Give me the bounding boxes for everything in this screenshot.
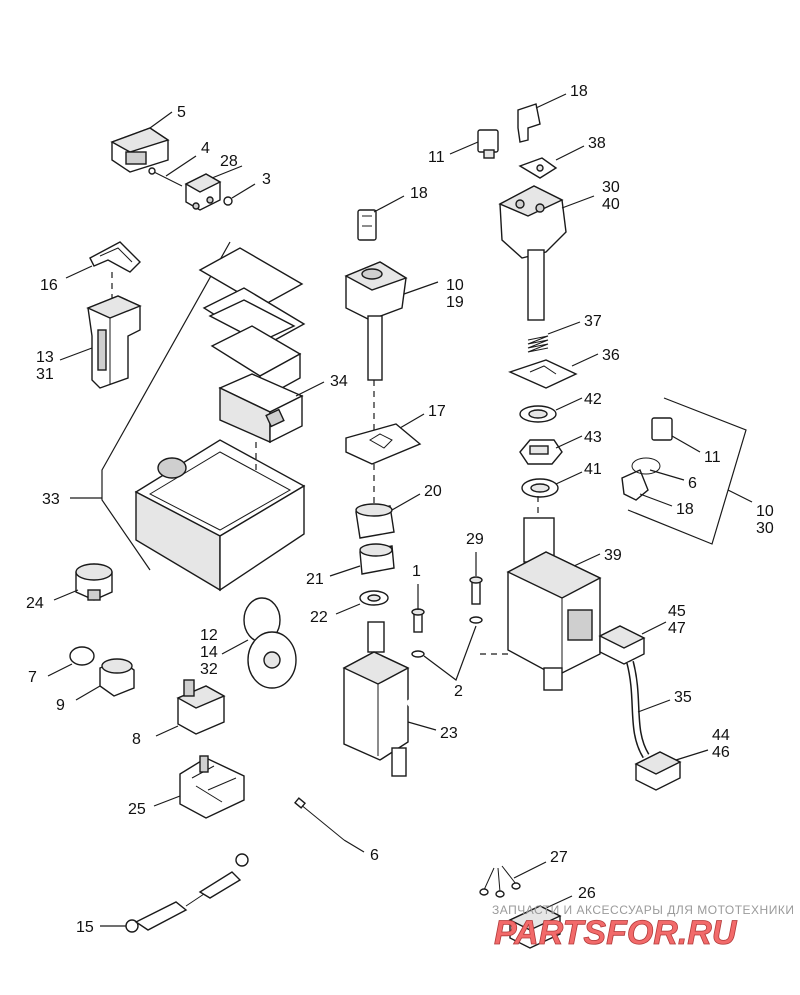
part-30-40-knob	[498, 185, 567, 321]
callout-8: 8	[132, 731, 141, 748]
callout-7: 7	[28, 669, 37, 686]
part-11-key-top	[477, 129, 499, 159]
callout-16: 16	[40, 277, 58, 294]
part-18-key-top	[517, 103, 541, 143]
part-43-cam	[519, 439, 563, 465]
part-10-19-knob	[344, 261, 408, 381]
part-20-bushing	[355, 503, 395, 539]
callout-11-top: 11	[428, 149, 445, 166]
callout-24: 24	[26, 595, 44, 612]
watermark-tagline: ЗАПЧАСТИ И АКСЕССУАРЫ ДЛЯ МОТОТЕХНИКИ	[492, 903, 794, 917]
part-3-nut	[223, 196, 233, 206]
part-6-cable-tie	[294, 797, 345, 841]
part-34-module	[218, 373, 304, 444]
part-9-switch	[99, 658, 135, 697]
callout-1: 1	[412, 563, 421, 580]
part-24-sensor	[75, 563, 113, 601]
callout-18-top: 18	[570, 83, 588, 100]
part-5-cap	[110, 127, 170, 173]
callout-9: 9	[56, 697, 65, 714]
part-8-relay	[176, 679, 226, 735]
callout-6-lower: 6	[370, 847, 379, 864]
part-25-bracket	[179, 755, 245, 819]
callout-18-center: 18	[410, 185, 428, 202]
part-42-ring	[519, 405, 557, 423]
part-17-plate	[345, 423, 422, 465]
part-28-switch	[184, 173, 222, 211]
part-35-harness	[626, 660, 650, 759]
callout-22: 22	[310, 609, 328, 626]
callout-35: 35	[674, 689, 692, 706]
part-1-screw	[411, 608, 425, 633]
part-44-46-connector	[634, 751, 682, 791]
callout-37: 37	[584, 313, 602, 330]
callout-15: 15	[76, 919, 94, 936]
callout-41: 41	[584, 461, 602, 478]
callout-28: 28	[220, 153, 238, 170]
part-10-30-key-group	[621, 397, 747, 545]
callout-17: 17	[428, 403, 446, 420]
part-22-washer	[359, 590, 389, 606]
part-37-spring	[527, 335, 549, 353]
part-26-connector	[508, 905, 562, 949]
part-41-ring	[521, 478, 559, 498]
callout-2: 2	[454, 683, 463, 700]
callout-21: 21	[306, 571, 324, 588]
callout-39: 39	[604, 547, 622, 564]
callout-26: 26	[578, 885, 596, 902]
callout-43: 43	[584, 429, 602, 446]
part-4-pin	[148, 167, 183, 187]
callout-23: 23	[440, 725, 458, 742]
part-33-case-group	[101, 241, 306, 592]
callout-20: 20	[424, 483, 442, 500]
part-36-plate	[508, 359, 578, 389]
callout-18-right: 18	[676, 501, 694, 518]
callout-27: 27	[550, 849, 568, 866]
callout-5: 5	[177, 104, 186, 121]
callout-4: 4	[201, 140, 210, 157]
part-2-washer-b	[469, 616, 483, 624]
part-29-bolt	[469, 576, 483, 605]
callout-34: 34	[330, 373, 348, 390]
callout-11-right: 11	[704, 449, 721, 466]
callout-3: 3	[262, 171, 271, 188]
part-23-ignition-switch	[342, 621, 521, 898]
part-21-cam	[359, 543, 395, 575]
part-16-bracket	[89, 241, 141, 273]
callout-36: 36	[602, 347, 620, 364]
part-38-clip	[518, 157, 558, 179]
part-15-cable	[125, 853, 249, 933]
part-39-housing	[506, 517, 602, 691]
part-12-14-32-tag	[243, 597, 297, 689]
watermark-logo: PARTSFOR.RU	[494, 914, 738, 952]
part-18-key-center	[357, 209, 377, 241]
callout-29: 29	[466, 531, 484, 548]
part-13-31-housing	[86, 295, 142, 389]
callout-33: 33	[42, 491, 60, 508]
callout-42: 42	[584, 391, 602, 408]
callout-25: 25	[128, 801, 146, 818]
callout-6-right: 6	[688, 475, 697, 492]
callout-38: 38	[588, 135, 606, 152]
part-7-o-ring	[69, 646, 95, 666]
part-2-washer-a	[411, 650, 425, 658]
part-45-47-connector	[598, 625, 646, 665]
